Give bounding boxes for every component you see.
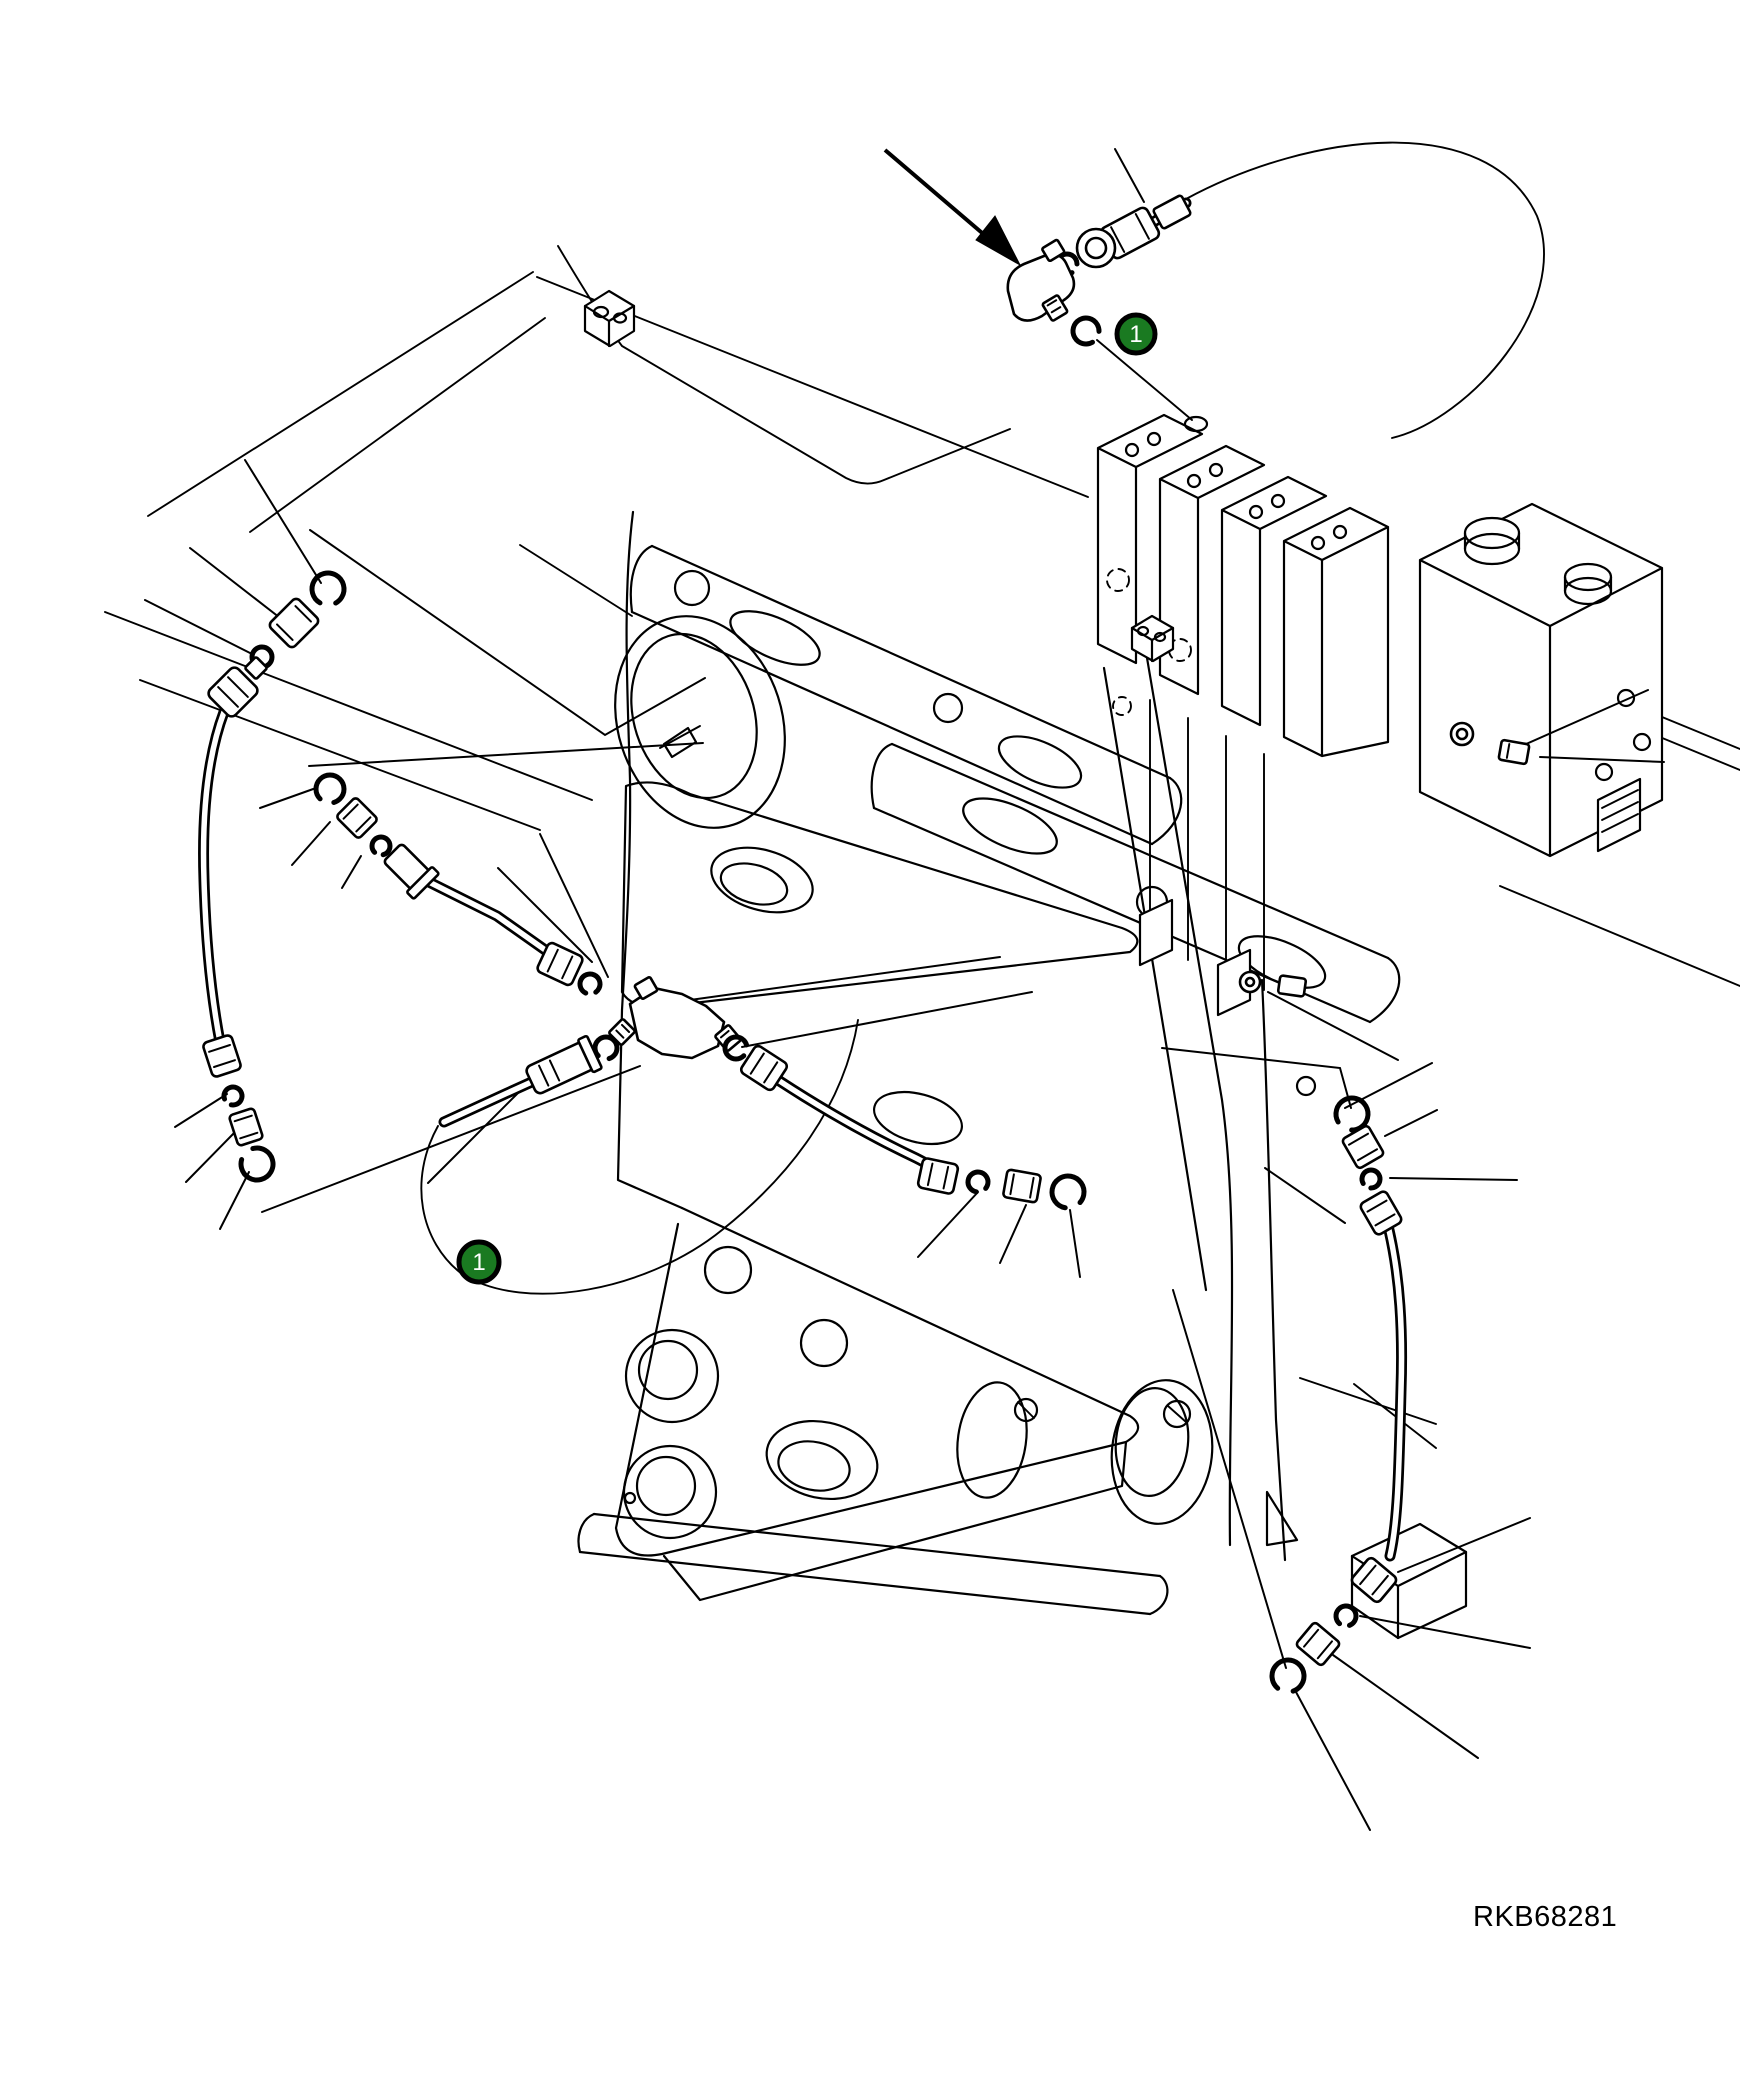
valve-clamp-block bbox=[1130, 614, 1175, 663]
o-ring bbox=[592, 1034, 620, 1062]
hose-nut bbox=[916, 1157, 960, 1195]
connector-fitting bbox=[1295, 1621, 1341, 1667]
drawing-number: RKB68281 bbox=[1473, 1901, 1618, 1933]
o-ring bbox=[577, 971, 603, 997]
o-ring bbox=[1333, 1603, 1359, 1629]
machine-frame-linework bbox=[104, 245, 1740, 1640]
control-valve-assembly bbox=[1096, 413, 1664, 1017]
left-hose-assembly bbox=[202, 570, 347, 1183]
valve-port bbox=[1183, 415, 1209, 433]
hose-nut bbox=[739, 1044, 789, 1092]
callout-circle[interactable] bbox=[456, 1239, 502, 1285]
hose-clamp-block bbox=[583, 289, 636, 348]
port-plug bbox=[1276, 974, 1308, 998]
hose-elbow-nut bbox=[207, 666, 259, 718]
elbow-fitting-top bbox=[1006, 194, 1193, 421]
connector-fitting bbox=[1002, 1168, 1042, 1204]
callout-balloon-bottom[interactable]: 1 bbox=[456, 1239, 502, 1285]
hose-nut bbox=[1350, 1556, 1398, 1604]
connector-fitting bbox=[1341, 1124, 1385, 1170]
hose-nut bbox=[202, 1034, 242, 1078]
o-ring bbox=[965, 1169, 991, 1195]
quick-coupler-fitting bbox=[525, 1034, 603, 1095]
connector-fitting bbox=[336, 797, 378, 839]
callout-balloon-top[interactable]: 1 bbox=[1114, 312, 1158, 356]
o-ring bbox=[221, 1084, 245, 1108]
callout-lasso-top bbox=[1185, 141, 1545, 439]
hydraulic-hoses bbox=[198, 197, 1408, 1562]
callout-circle[interactable] bbox=[1114, 312, 1158, 356]
o-ring bbox=[722, 1034, 750, 1062]
o-ring bbox=[238, 1145, 276, 1183]
o-ring bbox=[1359, 1167, 1383, 1191]
leader-lines bbox=[144, 148, 1665, 1831]
o-ring bbox=[1070, 315, 1102, 347]
hose-nut bbox=[1359, 1190, 1403, 1236]
tee-fitting bbox=[608, 976, 742, 1060]
o-ring bbox=[313, 772, 347, 806]
port-plug bbox=[1497, 738, 1531, 766]
direction-arrow bbox=[883, 148, 1022, 267]
tube-nut bbox=[536, 941, 584, 987]
center-tube-assembly bbox=[313, 772, 789, 1095]
center-right-hose-fittings bbox=[916, 1157, 1087, 1211]
o-ring bbox=[1049, 1173, 1087, 1211]
connector-fitting bbox=[268, 597, 320, 649]
callout-lasso-bottom bbox=[420, 1019, 859, 1295]
frame-port-hole bbox=[1295, 1075, 1317, 1097]
o-ring bbox=[309, 570, 347, 608]
hose-end-fitting bbox=[383, 843, 440, 900]
connector-fitting bbox=[228, 1107, 264, 1147]
o-ring bbox=[1269, 1657, 1307, 1695]
valve-top-bolts bbox=[1124, 431, 1348, 551]
o-ring bbox=[369, 834, 393, 858]
right-hose-assembly bbox=[1238, 721, 1531, 1695]
